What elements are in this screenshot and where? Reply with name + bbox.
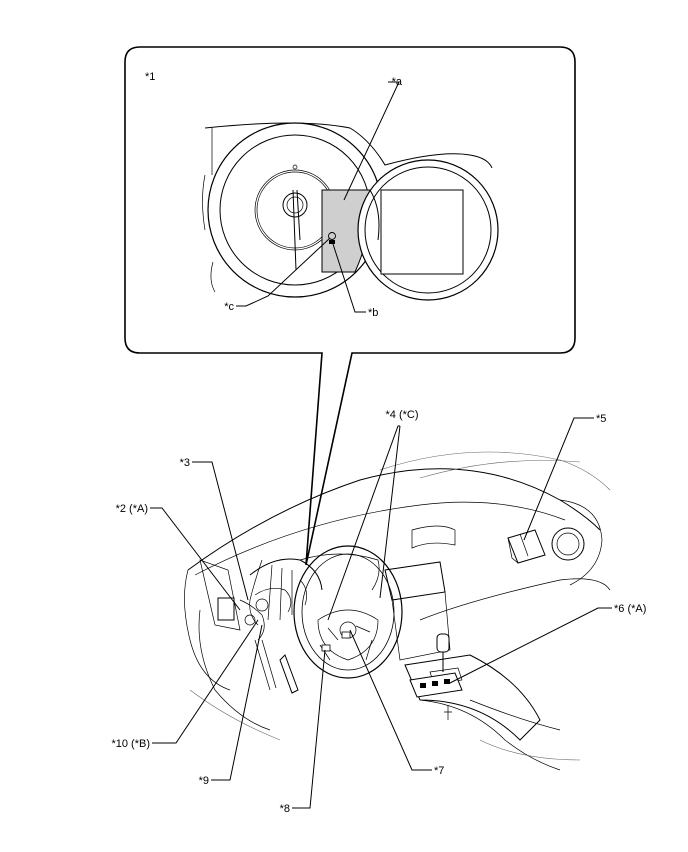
callout-3: *3: [180, 457, 190, 469]
callout-b: *b: [368, 307, 378, 319]
leader-a: [343, 81, 400, 201]
console-switch-module: [409, 672, 463, 720]
callout-6: *6 (*A): [614, 603, 646, 615]
callout-10: *10 (*B): [111, 738, 150, 750]
leader-4a: [327, 425, 400, 621]
accelerator-pedal: [279, 654, 299, 694]
leader-8: [292, 649, 326, 809]
callout-2: *2 (*A): [116, 503, 148, 515]
callout-c: *c: [224, 301, 234, 313]
left-switch-panel: [217, 597, 235, 621]
center-console: [404, 654, 541, 741]
ecu-module: [507, 529, 546, 564]
leader-3: [192, 461, 249, 601]
leader-c: [236, 237, 331, 307]
dashboard-top: [187, 468, 601, 571]
gauge-needle: [292, 189, 301, 271]
leader-2: [150, 507, 241, 611]
center-panel: [384, 561, 446, 601]
leader-7: [349, 629, 432, 771]
multi-info-display: [380, 189, 464, 275]
leader-5: [523, 417, 594, 541]
leader-lines: [150, 417, 612, 809]
callout-7: *7: [434, 765, 444, 777]
gauge-hub: [282, 192, 308, 218]
callout-1: *1: [145, 71, 155, 83]
leader-10: [152, 619, 259, 744]
callout-4: *4 (*C): [385, 409, 418, 421]
leader-b: [332, 243, 366, 313]
vehicle-interior: [184, 451, 611, 771]
callout-labels: *1 *a *b *c *2 (*A) *3 *4 (*C) *5 *6 (*A…: [111, 71, 646, 815]
callout-5: *5: [596, 413, 606, 425]
callout-9: *9: [199, 775, 209, 787]
callout-8: *8: [280, 803, 290, 815]
meter-detail-inset: [124, 46, 576, 566]
leader-4b: [379, 425, 401, 599]
inset-callout-frame: [124, 46, 576, 566]
callout-a: *a: [392, 76, 403, 88]
leader-9: [211, 624, 263, 781]
right-gauge-inner-ring: [364, 166, 492, 294]
leader-6: [449, 607, 612, 684]
indicator-symbol: [328, 232, 336, 244]
